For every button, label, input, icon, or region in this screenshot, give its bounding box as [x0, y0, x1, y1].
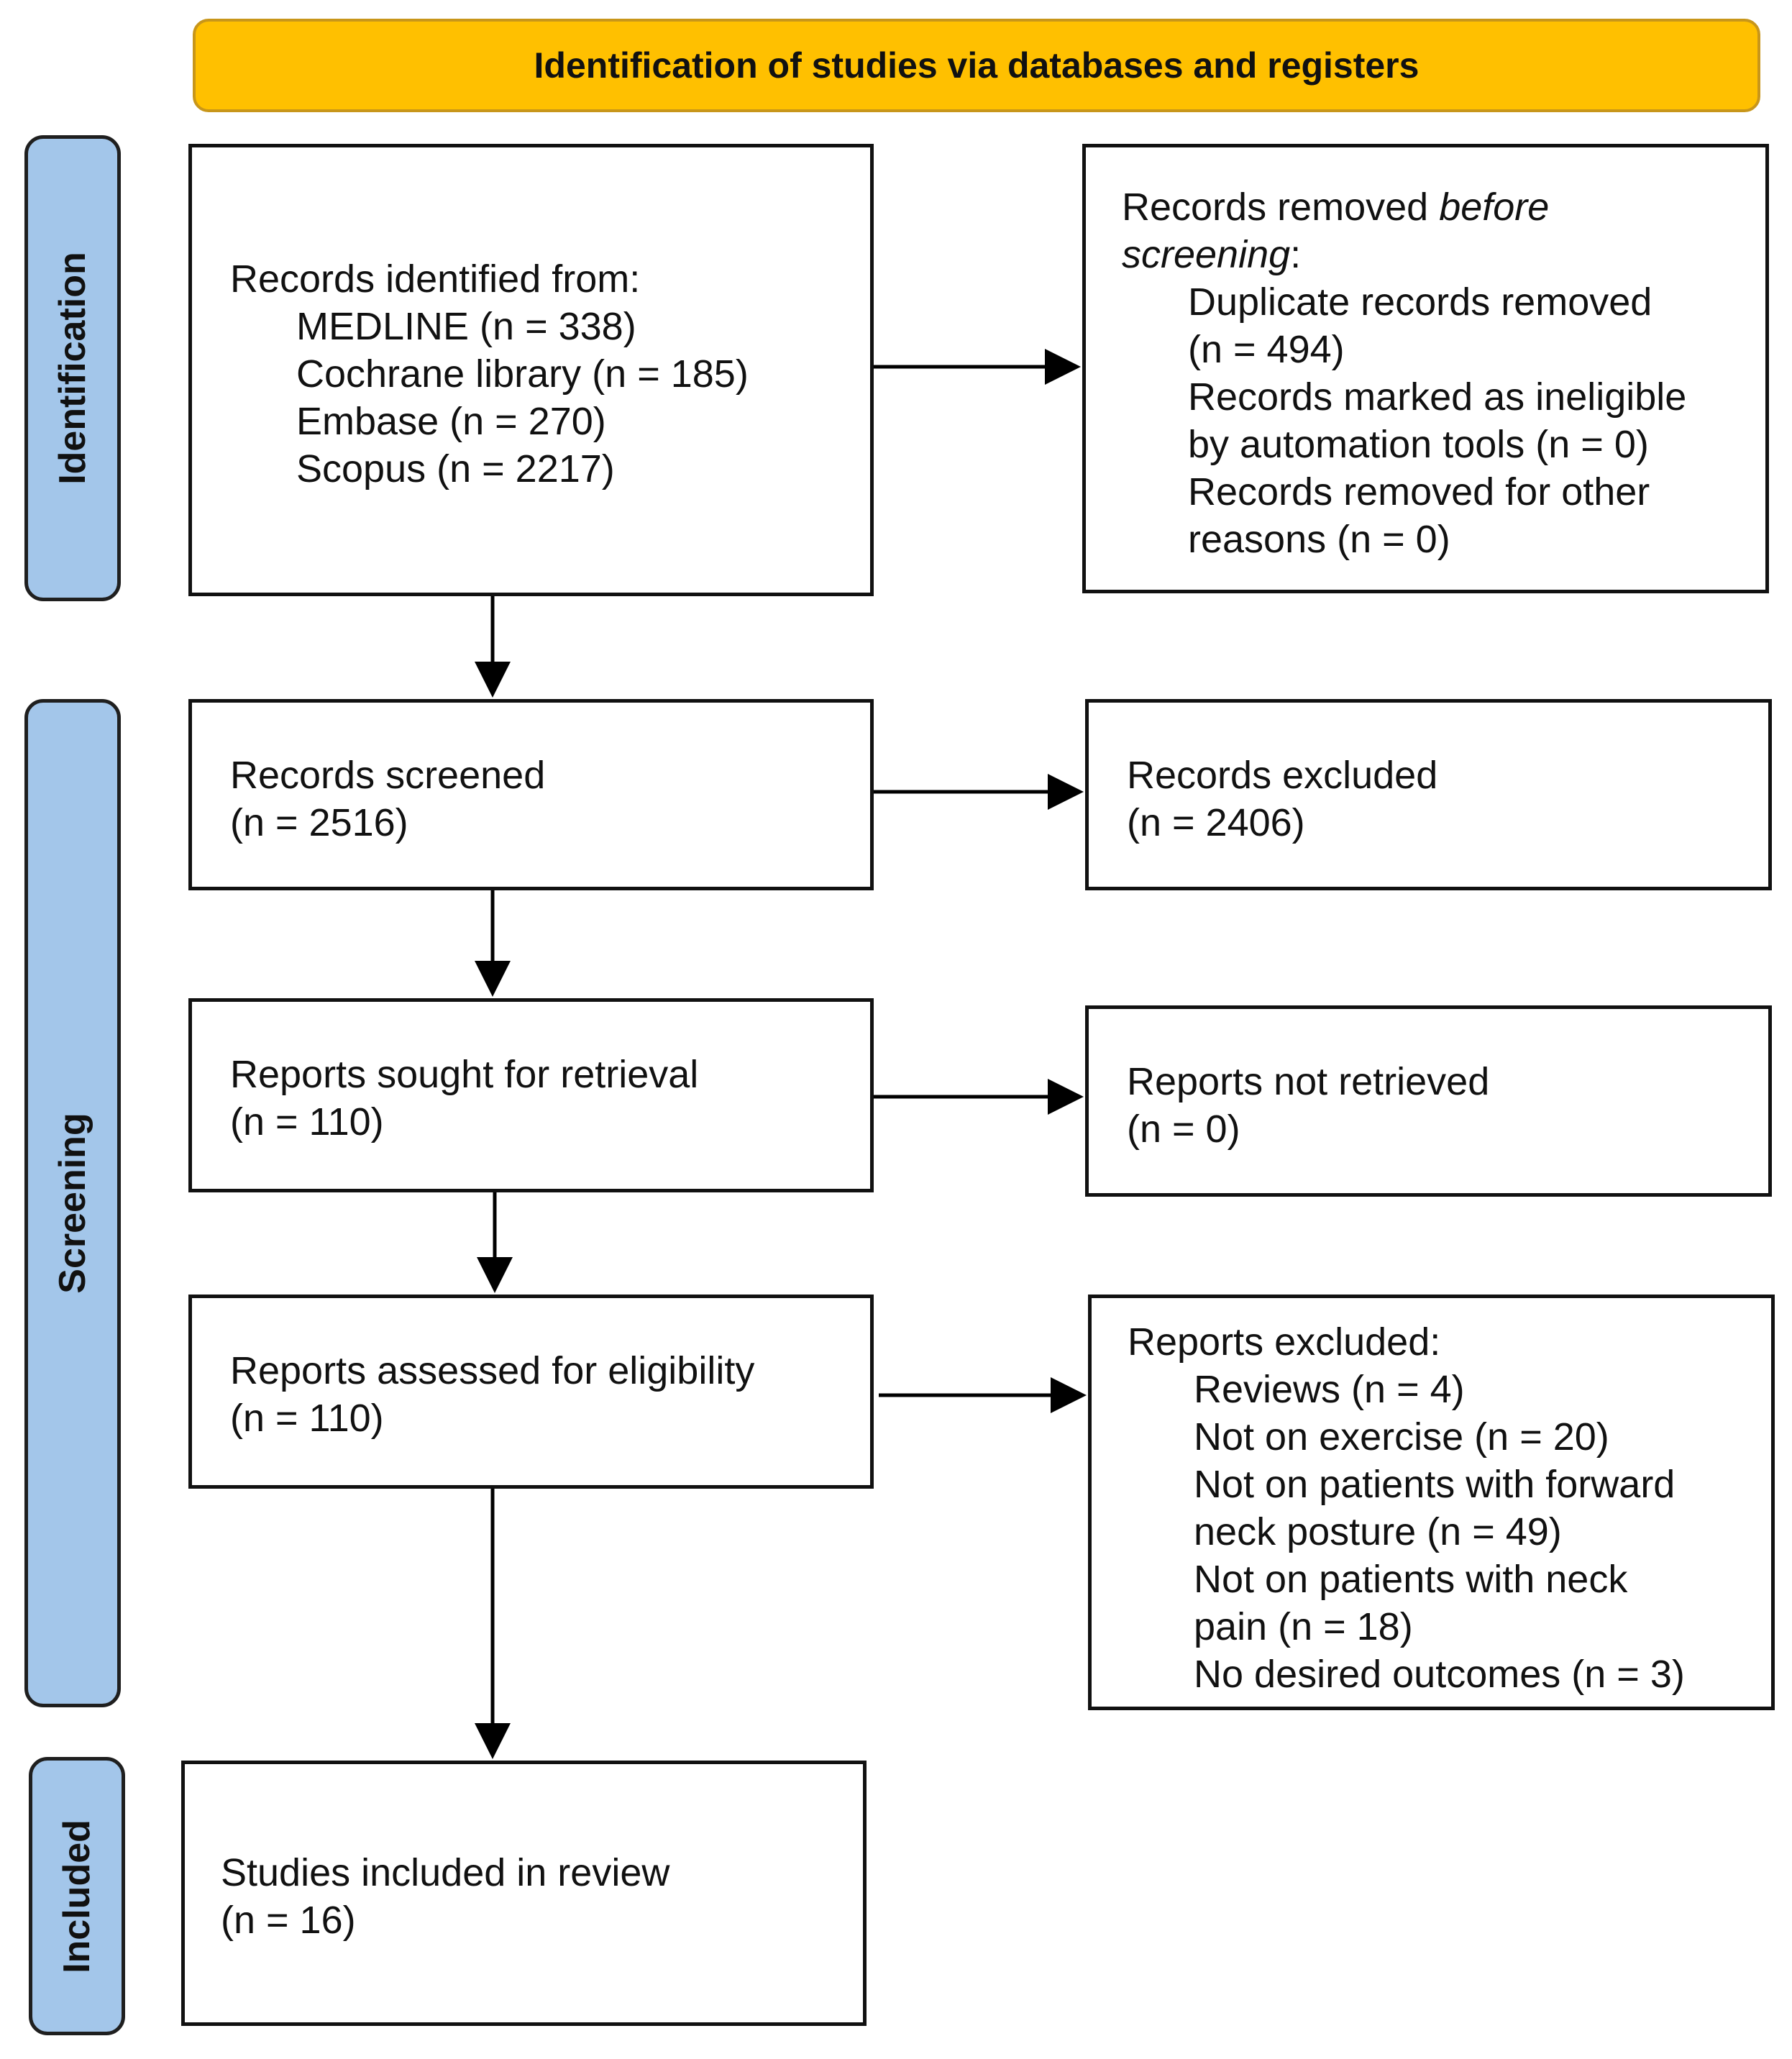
excluded-reason: Not on patients with neck — [1194, 1558, 1628, 1601]
studies-included-count: (n = 16) — [221, 1899, 356, 1942]
records-excluded-label: Records excluded — [1127, 754, 1438, 797]
phase-screening: Screening — [24, 699, 121, 1707]
records-screened-label: Records screened — [230, 754, 546, 797]
phase-included: Included — [29, 1757, 125, 2035]
source-scopus: Scopus (n = 2217) — [296, 447, 615, 490]
removed-item: (n = 494) — [1188, 328, 1345, 371]
removed-item: Duplicate records removed — [1188, 280, 1652, 324]
excluded-reason: neck posture (n = 49) — [1194, 1510, 1562, 1553]
phase-identification: Identification — [24, 135, 121, 601]
studies-included-label: Studies included in review — [221, 1851, 670, 1894]
reports-sought-label: Reports sought for retrieval — [230, 1053, 699, 1096]
reports-assessed-box: Reports assessed for eligibility (n = 11… — [188, 1295, 874, 1489]
records-excluded-count: (n = 2406) — [1127, 801, 1305, 844]
records-identified-box: Records identified from: MEDLINE (n = 33… — [188, 144, 874, 596]
records-removed-heading: Records removed before — [1122, 186, 1550, 229]
removed-item: by automation tools (n = 0) — [1188, 423, 1649, 466]
records-screened-count: (n = 2516) — [230, 801, 408, 844]
records-identified-heading: Records identified from: — [230, 257, 641, 301]
removed-item: reasons (n = 0) — [1188, 518, 1450, 561]
records-excluded-box: Records excluded (n = 2406) — [1085, 699, 1772, 890]
studies-included-box: Studies included in review (n = 16) — [181, 1761, 867, 2026]
removed-item: Records removed for other — [1188, 470, 1650, 513]
records-removed-heading-cont: screening: — [1122, 233, 1302, 276]
reports-sought-count: (n = 110) — [230, 1100, 384, 1143]
source-cochrane: Cochrane library (n = 185) — [296, 352, 749, 396]
reports-excluded-box: Reports excluded: Reviews (n = 4) Not on… — [1088, 1295, 1775, 1710]
header-banner: Identification of studies via databases … — [193, 19, 1760, 112]
excluded-reason: Not on exercise (n = 20) — [1194, 1415, 1609, 1458]
source-medline: MEDLINE (n = 338) — [296, 305, 636, 348]
header-title: Identification of studies via databases … — [534, 45, 1420, 86]
excluded-reason: No desired outcomes (n = 3) — [1194, 1653, 1685, 1696]
excluded-reason: Reviews (n = 4) — [1194, 1368, 1465, 1411]
records-screened-box: Records screened (n = 2516) — [188, 699, 874, 890]
reports-assessed-count: (n = 110) — [230, 1397, 384, 1440]
excluded-reason: Not on patients with forward — [1194, 1463, 1676, 1506]
excluded-reason: pain (n = 18) — [1194, 1605, 1413, 1648]
reports-excluded-heading: Reports excluded: — [1128, 1320, 1441, 1364]
reports-not-retrieved-label: Reports not retrieved — [1127, 1060, 1490, 1103]
reports-not-retrieved-count: (n = 0) — [1127, 1108, 1240, 1151]
records-removed-box: Records removed before screening: Duplic… — [1082, 144, 1769, 593]
reports-assessed-label: Reports assessed for eligibility — [230, 1349, 755, 1392]
source-embase: Embase (n = 270) — [296, 400, 606, 443]
removed-item: Records marked as ineligible — [1188, 375, 1687, 419]
reports-sought-box: Reports sought for retrieval (n = 110) — [188, 998, 874, 1192]
reports-not-retrieved-box: Reports not retrieved (n = 0) — [1085, 1005, 1772, 1197]
